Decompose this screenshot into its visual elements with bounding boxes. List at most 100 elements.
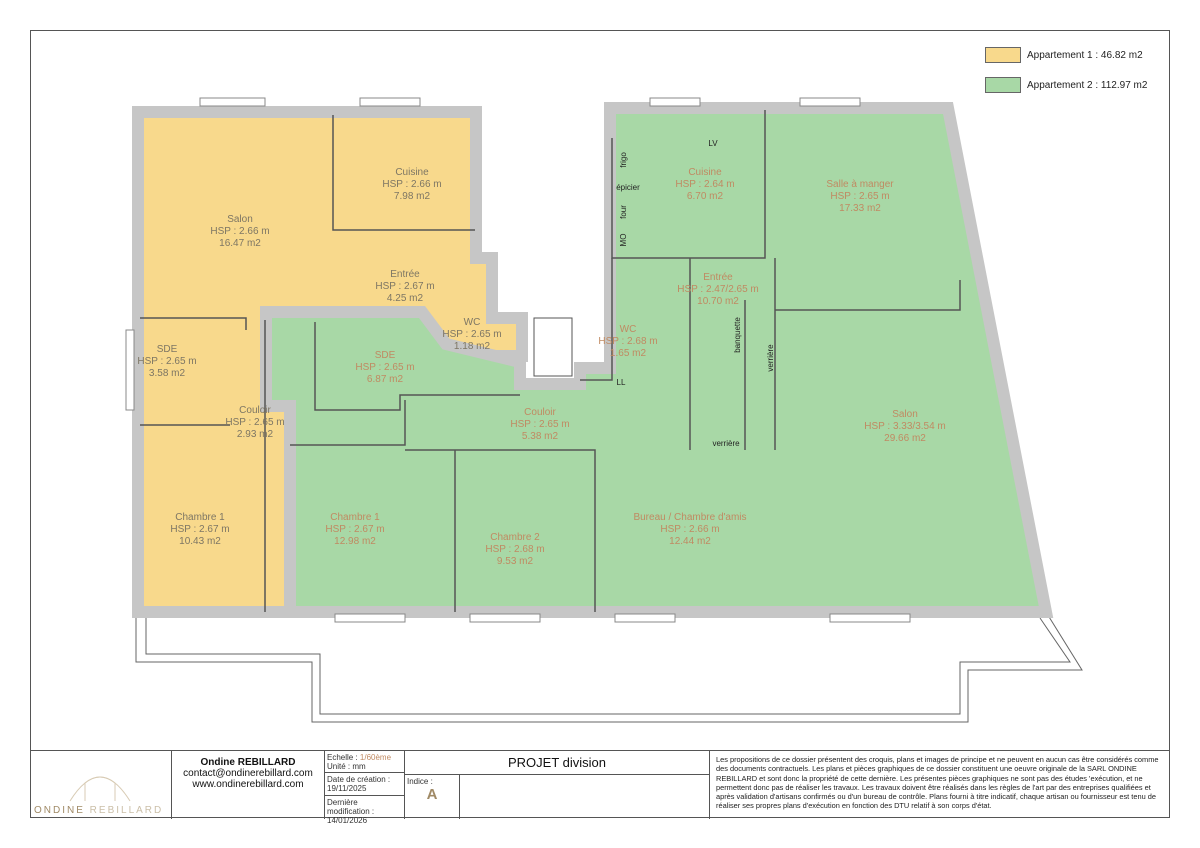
index-value: A <box>426 786 438 803</box>
legend-label: Appartement 2 : 112.97 m2 <box>1027 79 1148 91</box>
room-name: SDE <box>157 344 178 355</box>
room-name: Salon <box>227 214 253 225</box>
room-area: 2.93 m2 <box>237 429 274 440</box>
room-area: 1.18 m2 <box>454 341 491 352</box>
legend-apartment-2: Appartement 2 : 112.97 m2 <box>985 77 1147 93</box>
room-area: 10.43 m2 <box>179 536 221 547</box>
fixture-label: banquette <box>733 317 742 353</box>
disclaimer: Les propositions de ce dossier présenten… <box>716 755 1159 811</box>
room-name: Cuisine <box>395 167 429 178</box>
created-date: 19/11/2025 <box>327 784 367 793</box>
room-area: 1.65 m2 <box>610 348 647 359</box>
created-label: Date de création : <box>327 775 391 784</box>
terrace-outline <box>135 611 1083 723</box>
legend-label: Appartement 1 : 46.82 m2 <box>1027 49 1143 61</box>
room-area: 4.25 m2 <box>387 293 424 304</box>
room-hsp: HSP : 3.33/3.54 m <box>864 421 946 432</box>
logo: ONDINE REBILLARD <box>30 751 172 819</box>
scale-label: Echelle : <box>327 753 360 762</box>
drawing-frame <box>30 30 1170 818</box>
room-hsp: HSP : 2.65 m <box>225 417 284 428</box>
index-label: Indice : <box>407 777 433 786</box>
website-link[interactable]: www.ondinerebillard.com <box>192 779 304 790</box>
room-hsp: HSP : 2.66 m <box>660 524 719 535</box>
modified-date: 14/01/2026 <box>327 816 368 825</box>
room-name: Entrée <box>390 269 420 280</box>
info-cell: Echelle : 1/60ème Unité : mm Date de cré… <box>325 751 405 825</box>
fixture-label: MO <box>619 234 628 247</box>
windows <box>125 97 911 623</box>
room-hsp: HSP : 2.47/2.65 m <box>677 284 759 295</box>
fixture-label: LL <box>617 378 626 387</box>
apartment-2-area <box>260 102 1054 618</box>
room-name: Salon <box>892 409 918 420</box>
light-shaft <box>533 317 573 377</box>
room-name: Bureau / Chambre d'amis <box>633 512 746 523</box>
fixture-label: épicier <box>616 183 640 192</box>
contact-cell: Ondine REBILLARD contact@ondinerebillard… <box>172 751 325 819</box>
designer-name: Ondine REBILLARD <box>200 757 296 768</box>
room-hsp: HSP : 2.67 m <box>170 524 229 535</box>
room-name: WC <box>464 317 481 328</box>
room-area: 9.53 m2 <box>497 556 534 567</box>
fixture-label: LV <box>708 139 718 148</box>
room-hsp: HSP : 2.64 m <box>675 179 734 190</box>
room-name: Cuisine <box>688 167 722 178</box>
room-area: 10.70 m2 <box>697 296 739 307</box>
fixture-label: verrière <box>766 344 775 372</box>
fixture-label: verrière <box>712 439 740 448</box>
room-area: 12.98 m2 <box>334 536 376 547</box>
interior-walls <box>140 110 961 612</box>
room-area: 16.47 m2 <box>219 238 261 249</box>
room-hsp: HSP : 2.65 m <box>510 419 569 430</box>
index-cell: Indice : A <box>405 775 460 819</box>
room-hsp: HSP : 2.65 m <box>830 191 889 202</box>
room-hsp: HSP : 2.65 m <box>442 329 501 340</box>
room-name: Couloir <box>524 407 556 418</box>
room-hsp: HSP : 2.65 m <box>355 362 414 373</box>
room-area: 7.98 m2 <box>394 191 431 202</box>
room-hsp: HSP : 2.67 m <box>375 281 434 292</box>
legend-swatch <box>985 47 1021 63</box>
legend-swatch <box>985 77 1021 93</box>
logo-drawing <box>69 776 131 802</box>
room-hsp: HSP : 2.68 m <box>598 336 657 347</box>
room-hsp: HSP : 2.66 m <box>210 226 269 237</box>
room-area: 17.33 m2 <box>839 203 881 214</box>
empty-cell <box>460 775 710 819</box>
room-area: 12.44 m2 <box>669 536 711 547</box>
room-hsp: HSP : 2.65 m <box>137 356 196 367</box>
room-name: Couloir <box>239 405 271 416</box>
room-area: 3.58 m2 <box>149 368 186 379</box>
room-name: WC <box>620 324 637 335</box>
room-hsp: HSP : 2.67 m <box>325 524 384 535</box>
title-block: ONDINE REBILLARD Ondine REBILLARD contac… <box>30 750 1170 825</box>
room-name: Salle à manger <box>826 179 894 190</box>
modified-label: Dernière modification : <box>327 798 375 816</box>
room-name: Chambre 1 <box>175 512 225 523</box>
scale-value: 1/60ème <box>359 753 392 762</box>
fixture-label: four <box>619 205 628 219</box>
email-link[interactable]: contact@ondinerebillard.com <box>183 768 313 779</box>
unit: Unité : mm <box>327 762 366 771</box>
room-hsp: HSP : 2.68 m <box>485 544 544 555</box>
room-name: Entrée <box>703 272 733 283</box>
room-area: 29.66 m2 <box>884 433 926 444</box>
